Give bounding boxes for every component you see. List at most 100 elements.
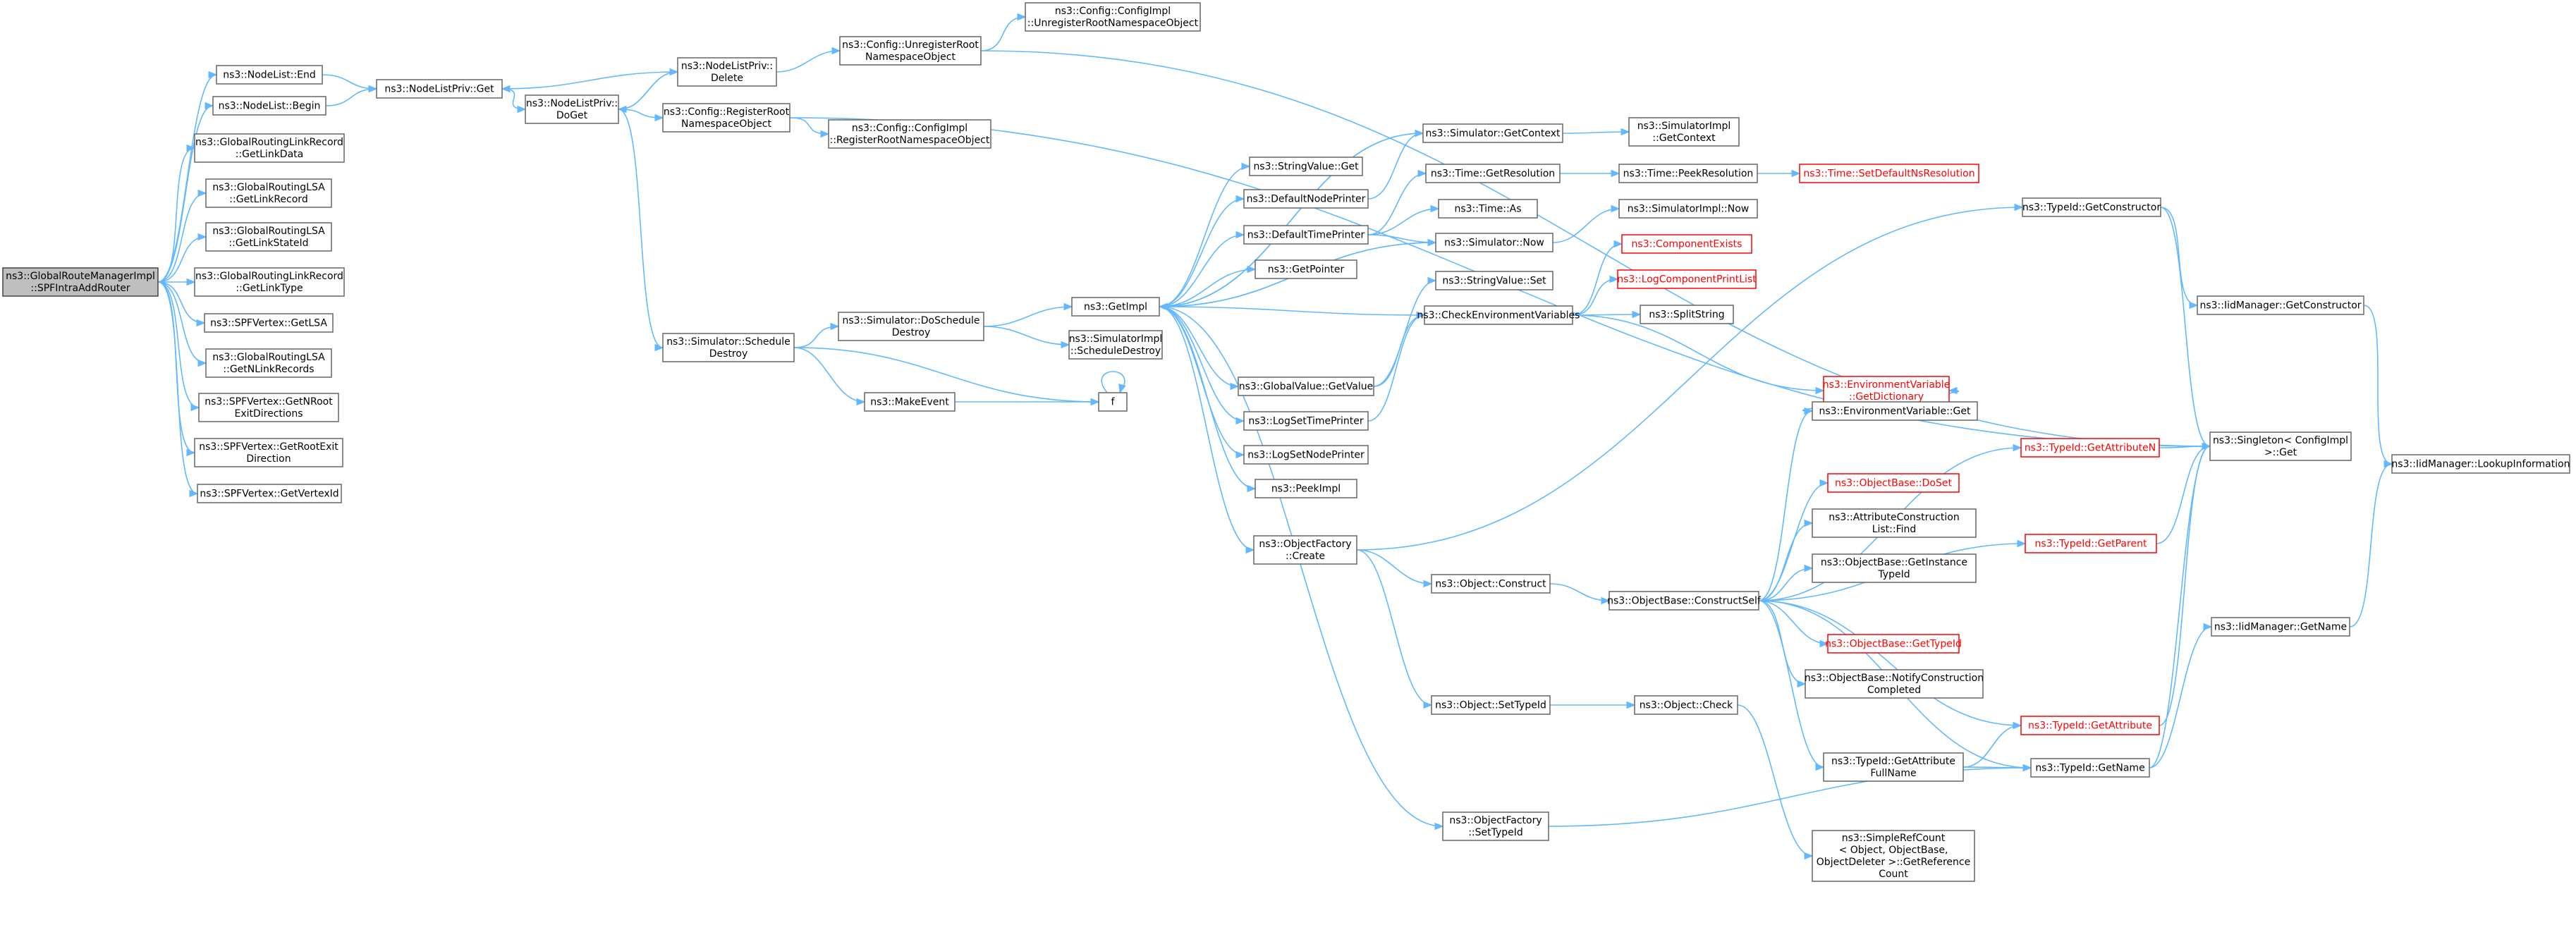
node-label: ns3::SPFVertex::GetVertexId: [200, 489, 338, 500]
edge-line: [1549, 583, 1610, 601]
node-objbase-notifyconstruction[interactable]: ns3::ObjectBase::NotifyConstructionCompl…: [1805, 669, 1984, 699]
node-singleton-get[interactable]: ns3::Singleton< ConfigImpl >::Get: [2209, 431, 2352, 461]
node-cfg-unregister[interactable]: ns3::Config::UnregisterRootNamespaceObje…: [839, 36, 982, 66]
node-componentexists[interactable]: ns3::ComponentExists: [1621, 234, 1752, 254]
node-nl-begin[interactable]: ns3::NodeList::Begin: [212, 96, 326, 116]
node-typeid-getparent[interactable]: ns3::TypeId::GetParent: [2025, 534, 2157, 553]
node-object-check[interactable]: ns3::Object::Check: [1634, 695, 1738, 715]
node-makeevent[interactable]: ns3::MakeEvent: [864, 392, 956, 412]
node-nlp-doget[interactable]: ns3::NodeListPriv::DoGet: [525, 94, 619, 124]
edge-arrowhead: [1791, 169, 1801, 178]
node-nl-end[interactable]: ns3::NodeList::End: [216, 65, 323, 85]
node-time-as[interactable]: ns3::Time::As: [1438, 199, 1538, 219]
node-simplerefcount[interactable]: ns3::SimpleRefCount< Object, ObjectBase,…: [1812, 830, 1975, 882]
node-defaulttimeprinter[interactable]: ns3::DefaultTimePrinter: [1243, 225, 1369, 245]
node-typeid-getconstructor[interactable]: ns3::TypeId::GetConstructor: [2022, 197, 2161, 217]
node-label: ::SetTypeId: [1468, 827, 1523, 838]
node-glsa-getlinkstateid[interactable]: ns3::GlobalRoutingLSA::GetLinkStateId: [205, 222, 332, 252]
node-envvar-getdictionary[interactable]: ns3::EnvironmentVariable::GetDictionary: [1823, 376, 1951, 405]
node-logcomponentprintlist[interactable]: ns3::LogComponentPrintList: [1617, 269, 1757, 289]
call-edge: [157, 233, 207, 283]
node-time-peekresolution[interactable]: ns3::Time::PeekResolution: [1618, 164, 1758, 183]
node-simimpl-now[interactable]: ns3::SimulatorImpl::Now: [1618, 199, 1758, 219]
node-typeid-getattribute[interactable]: ns3::TypeId::GetAttribute: [2020, 716, 2160, 735]
node-cfgimpl-register[interactable]: ns3::Config::ConfigImpl::RegisterRootNam…: [828, 119, 991, 149]
node-label: ns3::ObjectBase::GetInstance: [1821, 557, 1967, 568]
node-cfg-register[interactable]: ns3::Config::RegisterRootNamespaceObject: [662, 103, 790, 133]
node-iidmanager-lookupinformation[interactable]: ns3::IidManager::LookupInformation: [2391, 454, 2570, 474]
node-box: [1812, 830, 1975, 882]
call-edge: [2349, 460, 2393, 627]
node-iidmanager-getname[interactable]: ns3::IidManager::GetName: [2211, 617, 2350, 637]
node-typeid-getname[interactable]: ns3::TypeId::GetName: [2030, 758, 2150, 778]
call-edge: [158, 278, 196, 286]
node-stringvalue-set[interactable]: ns3::StringValue::Set: [1435, 271, 1553, 290]
node-nlp-get[interactable]: ns3::NodeListPriv::Get: [376, 79, 503, 99]
edge-line: [157, 281, 198, 494]
call-edge: [1101, 371, 1126, 394]
edge-arrowhead: [1632, 310, 1642, 319]
node-getpointer[interactable]: ns3::GetPointer: [1255, 259, 1357, 279]
node-simimpl-scheduledestroy[interactable]: ns3::SimulatorImpl::ScheduleDestroy: [1068, 330, 1163, 360]
node-envvar-get[interactable]: ns3::EnvironmentVariable::Get: [1812, 401, 1978, 421]
node-getimpl[interactable]: ns3::GetImpl: [1071, 297, 1160, 317]
node-sim-scheduledestroy[interactable]: ns3::Simulator::ScheduleDestroy: [662, 333, 795, 362]
node-checkenvvars[interactable]: ns3::CheckEnvironmentVariables: [1417, 305, 1580, 325]
node-box: [205, 348, 332, 378]
edge-line: [1159, 133, 1424, 307]
edge-arrowhead: [197, 189, 207, 197]
node-nlp-delete[interactable]: ns3::NodeListPriv::Delete: [677, 57, 777, 87]
node-logsettimeprinter[interactable]: ns3::LogSetTimePrinter: [1243, 411, 1369, 431]
call-edge: [157, 102, 214, 283]
node-spf-getvertexid[interactable]: ns3::SPFVertex::GetVertexId: [197, 484, 342, 503]
node-defaultnodeprinter[interactable]: ns3::DefaultNodePrinter: [1243, 189, 1369, 209]
node-box: [1805, 669, 1984, 699]
node-sim-getcontext[interactable]: ns3::Simulator::GetContext: [1422, 123, 1563, 143]
node-objbase-constructself[interactable]: ns3::ObjectBase::ConstructSelf: [1607, 591, 1762, 611]
node-glsa-getlinkrecord[interactable]: ns3::GlobalRoutingLSA::GetLinkRecord: [205, 178, 332, 208]
node-time-getresolution[interactable]: ns3::Time::GetResolution: [1425, 164, 1561, 183]
node-glsa-getnlinkrecords[interactable]: ns3::GlobalRoutingLSA::GetNLinkRecords: [205, 348, 332, 378]
node-objfactory-create[interactable]: ns3::ObjectFactory::Create: [1253, 535, 1357, 565]
edge-line: [776, 50, 841, 73]
node-peekimpl[interactable]: ns3::PeekImpl: [1255, 479, 1357, 498]
node-label: ns3::Object::Check: [1640, 700, 1733, 711]
edge-arrowhead: [1423, 580, 1433, 588]
edge-line: [1159, 269, 1256, 307]
node-glr-getlinkdata[interactable]: ns3::GlobalRoutingLinkRecord::GetLinkDat…: [194, 133, 345, 163]
node-sim-now[interactable]: ns3::Simulator::Now: [1435, 233, 1553, 252]
node-objbase-gettypeid[interactable]: ns3::ObjectBase::GetTypeId: [1825, 634, 1962, 654]
call-edge: [1758, 600, 1825, 771]
node-label: NamespaceObject: [681, 118, 771, 130]
node-label: >::Get: [2264, 447, 2297, 458]
node-object-settypeid[interactable]: ns3::Object::SetTypeId: [1431, 695, 1551, 715]
node-time-setdefaultns[interactable]: ns3::Time::SetDefaultNsResolution: [1799, 164, 1979, 183]
node-root[interactable]: ns3::GlobalRouteManagerImpl::SPFIntraAdd…: [2, 267, 159, 297]
node-box: [2211, 617, 2350, 637]
node-objbase-doset[interactable]: ns3::ObjectBase::DoSet: [1827, 473, 1960, 493]
node-f[interactable]: f: [1098, 392, 1128, 412]
node-label: ns3::Time::As: [1454, 204, 1521, 215]
node-splitstring[interactable]: ns3::SplitString: [1640, 305, 1734, 324]
edge-arrowhead: [205, 102, 214, 110]
node-logsetnodeprinter[interactable]: ns3::LogSetNodePrinter: [1243, 445, 1369, 465]
node-stringvalue-get[interactable]: ns3::StringValue::Get: [1249, 157, 1363, 176]
node-simimpl-getcontext[interactable]: ns3::SimulatorImpl::GetContext: [1628, 117, 1740, 147]
edge-arrowhead: [1247, 484, 1257, 493]
node-typeid-getattributen[interactable]: ns3::TypeId::GetAttributeN: [2020, 438, 2160, 458]
node-cfgimpl-unregister[interactable]: ns3::Config::ConfigImpl::UnregisterRootN…: [1025, 2, 1201, 32]
node-iidmanager-getconstructor[interactable]: ns3::IidManager::GetConstructor: [2197, 295, 2364, 315]
node-object-construct[interactable]: ns3::Object::Construct: [1431, 574, 1551, 594]
node-globalvalue-getvalue[interactable]: ns3::GlobalValue::GetValue: [1238, 376, 1374, 396]
call-edge: [1159, 265, 1257, 307]
node-spf-getlsa[interactable]: ns3::SPFVertex::GetLSA: [204, 313, 334, 333]
node-glr-getlinktype[interactable]: ns3::GlobalRoutingLinkRecord::GetLinkTyp…: [194, 267, 345, 297]
node-objfactory-settypeid[interactable]: ns3::ObjectFactory::SetTypeId: [1442, 811, 1549, 841]
node-box: [662, 333, 795, 362]
